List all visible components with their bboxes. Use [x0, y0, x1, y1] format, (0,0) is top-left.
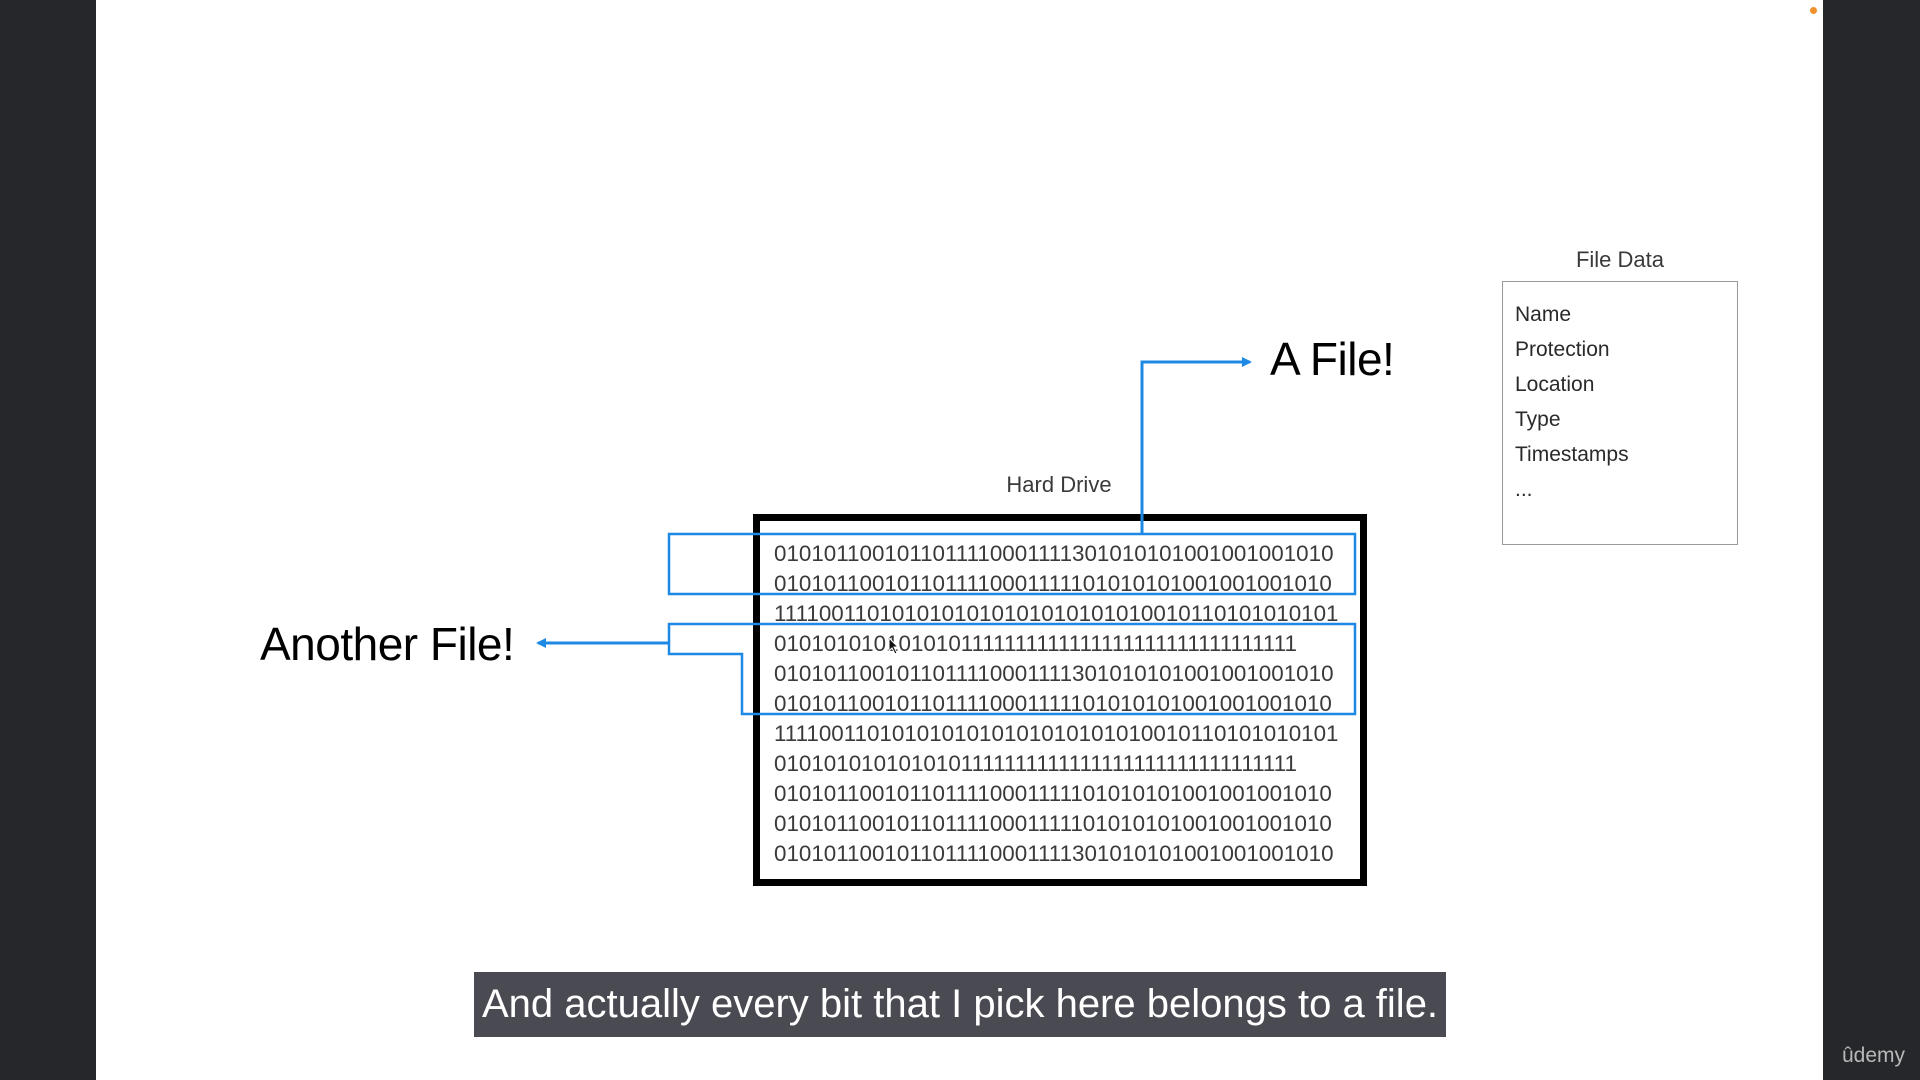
file-highlight-top — [667, 532, 1357, 596]
bit-row: 0101011001011011110001111101010101001001… — [774, 811, 1332, 836]
bit-row: 1111001101010101010101010101010010110101… — [774, 721, 1339, 746]
caption-text: And actually every bit that I pick here … — [473, 972, 1447, 1037]
bit-row: 0101011001011011110001111101010101001001… — [774, 781, 1332, 806]
file-data-title: File Data — [1575, 247, 1665, 272]
file-data-item: Type — [1515, 408, 1561, 431]
bit-row: 0101010101010101111111111111111111111111… — [774, 751, 1297, 776]
file-data-box: Name Protection Location Type Timestamps… — [1502, 281, 1738, 545]
file-highlight-another — [667, 622, 1357, 716]
bit-row: 0101011001011011110001111301010101001001… — [774, 541, 1334, 566]
a-file-label: A File! — [1270, 333, 1395, 385]
mouse-cursor-icon — [888, 637, 900, 655]
another-file-label: Another File! — [260, 618, 515, 670]
slide: File Data Name Protection Location Type … — [96, 0, 1823, 1080]
hard-drive-box: 0101011001011011110001111301010101001001… — [753, 514, 1367, 886]
arrow-to-a-file — [1140, 357, 1252, 534]
bit-row: 0101010101010101111111111111111111111111… — [774, 631, 1297, 656]
file-data-item: ... — [1515, 478, 1533, 501]
file-data-item: Name — [1515, 303, 1572, 326]
caption-container: And actually every bit that I pick here … — [0, 972, 1920, 1037]
hard-drive-title: Hard Drive — [1006, 472, 1112, 497]
bit-row: 0101011001011011110001111101010101001001… — [774, 691, 1332, 716]
file-data-item: Timestamps — [1515, 443, 1629, 466]
bit-row: 0101011001011011110001111301010101001001… — [774, 661, 1334, 686]
recording-dot-icon — [1810, 7, 1817, 14]
file-data-item: Protection — [1515, 338, 1610, 361]
diagram-connectors — [536, 357, 1357, 716]
bit-row: 0101011001011011110001111101010101001001… — [774, 571, 1332, 596]
bit-row: 1111001101010101010101010101010010110101… — [774, 601, 1339, 626]
udemy-logo: ûdemy — [1842, 1044, 1906, 1067]
bit-row: 0101011001011011110001111301010101001001… — [774, 841, 1334, 866]
file-data-item: Location — [1515, 373, 1595, 396]
